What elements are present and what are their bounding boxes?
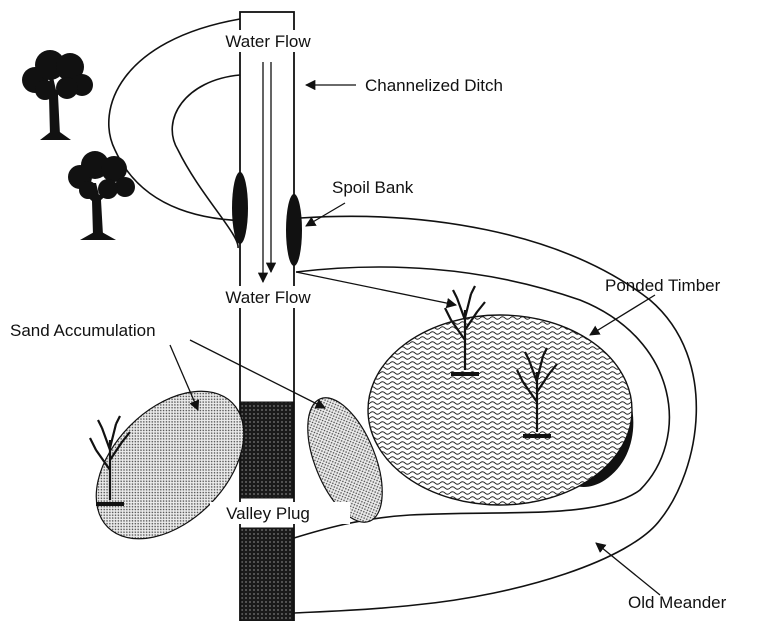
leader-spoil-bank bbox=[306, 203, 345, 226]
label-valley-plug: Valley Plug bbox=[226, 504, 310, 523]
leader-old-meander bbox=[596, 543, 660, 595]
spoil-bank-left bbox=[232, 172, 248, 244]
label-ponded-timber: Ponded Timber bbox=[605, 276, 721, 295]
old-meander-outer-bank bbox=[109, 19, 697, 613]
leader-ponded-timber bbox=[590, 295, 655, 335]
spoil-bank-right bbox=[286, 194, 302, 266]
leafy-tree-1-icon bbox=[22, 50, 93, 140]
label-water-flow-mid: Water Flow bbox=[225, 288, 311, 307]
label-channelized-ditch: Channelized Ditch bbox=[365, 76, 503, 95]
label-water-flow-top: Water Flow bbox=[225, 32, 311, 51]
valley-plug-upper bbox=[241, 402, 293, 498]
ponded-timber-pond bbox=[368, 315, 632, 505]
label-old-meander: Old Meander bbox=[628, 593, 727, 612]
label-spoil-bank: Spoil Bank bbox=[332, 178, 414, 197]
label-sand-accumulation: Sand Accumulation bbox=[10, 321, 156, 340]
leafy-tree-2-icon bbox=[68, 151, 135, 240]
valley-plug-lower bbox=[241, 528, 293, 621]
